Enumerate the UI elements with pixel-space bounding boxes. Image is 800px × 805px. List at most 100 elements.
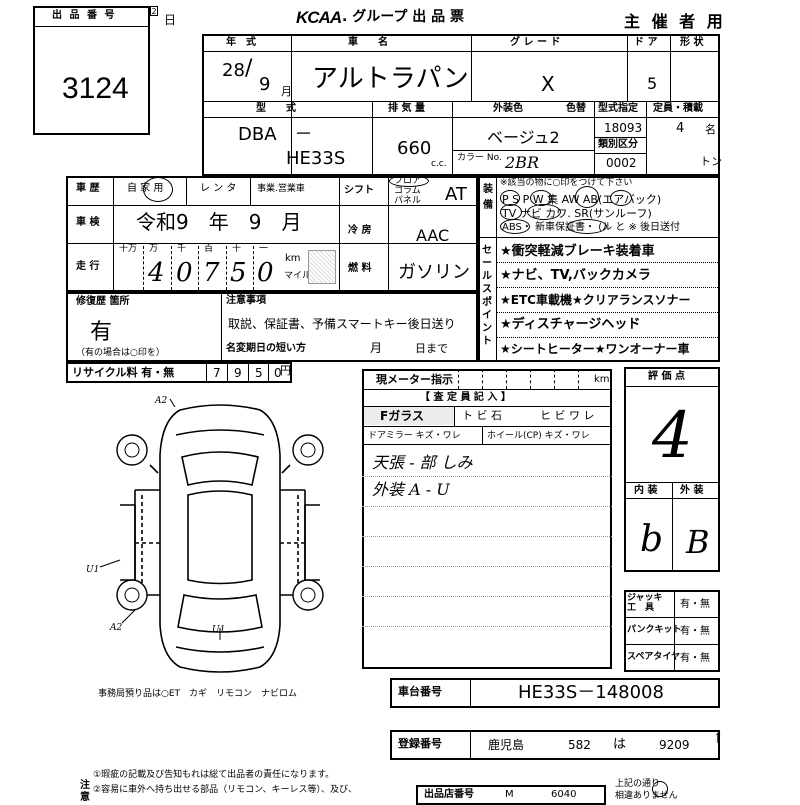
tool-value: 有・無 [680,599,710,610]
tool-label: ジャッキ 工 具 [627,593,663,613]
history-business[interactable]: 事業.営業車 [257,184,305,194]
selling-side-label: セールスポイント [482,245,492,347]
store-value: M [505,789,514,800]
equip-circle [500,219,530,234]
selling-point: ★シートヒーター★ワンオーナー車 [500,342,690,356]
lot-number-label: 出 品 番 号 [52,10,117,21]
shift-circle [389,175,429,187]
year-slash: / [245,56,253,81]
digit-unit: 十 [232,244,242,254]
equip-circle [575,186,599,208]
damage-mark: U1 [86,565,100,575]
tool-value: 有・無 [680,653,710,664]
chassis-value: HE33S－148008 [518,682,664,703]
equip-circle [567,219,607,234]
tool-label: スペアタイヤ [627,652,681,662]
grade-value: X [541,72,555,96]
selling-point: ★ディスチャージヘッド [500,317,641,332]
mileage-digit: 0 [176,258,193,288]
mileage-label: 走 行 [76,261,100,272]
class-label: 類別区分 [598,139,638,150]
glass-chip: ト ビ 石 [462,409,502,422]
lot-number: 3124 [62,72,129,105]
score-label: 評 価 点 [648,371,685,382]
capacity-label: 定員・積載 [653,103,703,114]
shift-column: コラム [394,186,421,196]
selling-point: ★衝突軽減ブレーキ装着車 [500,244,655,259]
tool-value: 有・無 [680,626,710,637]
unit-km: km [285,253,301,264]
history-label: 車 歴 [76,183,100,194]
class-value: 0002 [606,156,637,170]
selling-point: ★ETC車載機★クリアランスソナー [500,293,691,307]
mileage-digit: 0 [257,258,274,288]
fuel-value: ガソリン [398,262,470,283]
inspection-value: 令和9 年 9 月 [136,210,302,234]
corner-mark: 2 [150,6,158,16]
notes-text: 取説、保証書、予備スマートキー後日送り [228,317,456,331]
mileage-digits: 十万 万 千 百 十 一 4 0 7 5 0 [116,244,281,292]
equipment-note: ※該当の物に○印をつけて下さい [500,178,633,188]
shift-panel: パネル [394,196,422,206]
glass-label: Fガラス [380,409,424,423]
meter-label: 現メーター指示 [376,373,453,386]
mileage-digit: 4 [148,258,165,288]
form-title: . グループ 出 品 票 [342,9,464,25]
equip-circle [527,204,561,220]
kcaa-logo: KCAA [296,8,342,27]
footer-right-note: 上記の通り [615,779,661,789]
repair-box [66,292,478,362]
tools-box [624,590,720,672]
history-grid [66,176,478,292]
office-note: 事務局預り品は○ET カギ リモコン ナビロム [98,689,298,699]
spec-label: 型式指定 [598,103,638,114]
glass-crack: ヒ ビ ワ レ [540,409,595,422]
mirror-label: ドアミラー キズ・ワレ [368,431,461,441]
footer-right-note: 相違ありません [615,791,678,801]
registration-mark: ↑ [712,731,724,747]
chassis-label: 車台番号 [398,685,442,698]
capacity-value: 4 [676,121,685,136]
doors-value: 5 [647,74,658,93]
recycle-digit: 9 [234,366,242,380]
model-name: アルトラパン [312,64,469,94]
deadline-month: 月 [370,341,383,355]
recycle-digit: 7 [213,366,221,380]
recycle-digit: 0 [274,366,282,380]
history-circle [143,177,173,202]
recycle-unit: 円 [280,364,291,377]
exterior-value: B [686,523,710,561]
inspector-remark: 外装 A - U [372,480,450,499]
glass-label-cell [364,407,454,425]
exterior-color: ベージュ2 [487,128,560,147]
type-prefix: DBA － [238,124,313,145]
color-code: 2BR [505,153,539,172]
score-value: 4 [652,399,693,473]
history-rental[interactable]: レ ン タ [200,183,237,194]
meter-unit: km [594,374,610,385]
shift-label: シフト [344,185,374,196]
doors-label: ド ア [634,37,658,48]
color-change-label: 色替 [566,103,586,114]
damage-mark: A2 [155,396,168,406]
registration-box [390,730,720,760]
ac-label: 冷 房 [348,225,372,236]
displacement-value: 660 [397,138,432,159]
year-value: 28 [222,60,245,81]
registration-kana: は [613,737,627,752]
year-label: 年 式 [226,37,256,48]
inspector-remark: 天張 - 部 しみ [372,453,473,472]
damage-mark: U1 [212,625,226,635]
digit-unit: 万 [149,244,159,254]
tool-label: パンクキット [627,625,682,635]
displacement-unit: c.c. [431,159,447,169]
mileage-digit: 5 [230,258,247,288]
footer-note: ①瑕疵の記載及び告知もれは総て出品者の責任になります。 [93,770,335,780]
type-code: HE33S [286,148,346,169]
registration-class: 582 [568,738,591,752]
digit-unit: 一 [259,244,269,254]
equipment-box [478,176,720,362]
car-diagram [99,398,324,673]
month-value: 9 [259,74,271,95]
damage-mark: A2 [110,623,123,633]
